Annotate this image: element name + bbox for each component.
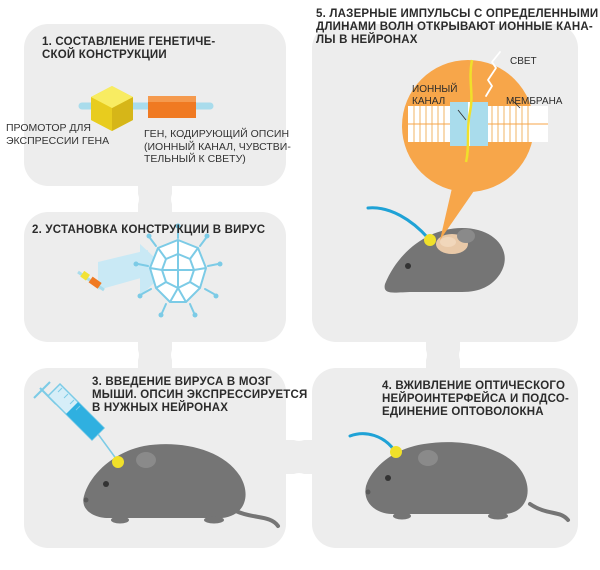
step5-title: 5. ЛАЗЕРНЫЕ ИМПУЛЬСЫ С ОПРЕДЕЛЕННЫМИ ДЛИ… [316, 8, 599, 46]
membrane-label: МЕМБРАНА [506, 96, 563, 107]
ion-channel-label: ИОННЫЙ КАНАЛ [412, 84, 458, 107]
step1-title: 1. СОСТАВЛЕНИЕ ГЕНЕТИЧЕ- СКОЙ КОНСТРУКЦИ… [42, 36, 216, 61]
connector-1-2 [138, 180, 172, 220]
virus-illustration [77, 223, 223, 318]
optical-fiber-step4 [348, 432, 396, 452]
light-ray-icon [464, 59, 474, 163]
mouse-step3-illustration [83, 444, 280, 528]
zoom-bubble [402, 51, 548, 240]
mouse-step4-illustration [348, 432, 570, 522]
injection-site-marker [112, 456, 124, 468]
optical-fiber-step5 [366, 206, 430, 240]
syringe-icon [33, 381, 118, 461]
step4-title: 4. ВЖИВЛЕНИЕ ОПТИЧЕСКОГО НЕЙРОИНТЕРФЕЙСА… [382, 380, 570, 418]
connector-2-3 [138, 336, 172, 376]
membrane-icon [408, 102, 548, 146]
connector-4-5 [426, 336, 460, 376]
light-wave-icon [485, 51, 501, 97]
construct-mini-icon [77, 270, 105, 292]
step3-title: 3. ВВЕДЕНИЕ ВИРУСА В МОЗГ МЫШИ. ОПСИН ЭК… [92, 376, 308, 414]
implant-marker [390, 446, 402, 458]
light-label: СВЕТ [510, 56, 537, 67]
promoter-cube-icon [91, 86, 133, 131]
genetic-construct [78, 86, 214, 131]
gene-label: ГЕН, КОДИРУЮЩИЙ ОПСИН (ИОННЫЙ КАНАЛ, ЧУВ… [144, 128, 291, 165]
promoter-label: ПРОМОТОР ДЛЯ ЭКСПРЕССИИ ГЕНА [6, 122, 110, 147]
light-blue-arrow-icon [98, 250, 148, 290]
virus-capsid-icon [133, 223, 223, 318]
gene-block-icon [148, 96, 196, 118]
step2-title: 2. УСТАНОВКА КОНСТРУКЦИИ В ВИРУС [32, 224, 266, 236]
connector-3-4 [280, 440, 320, 474]
mouse-step5-illustration [366, 206, 505, 293]
